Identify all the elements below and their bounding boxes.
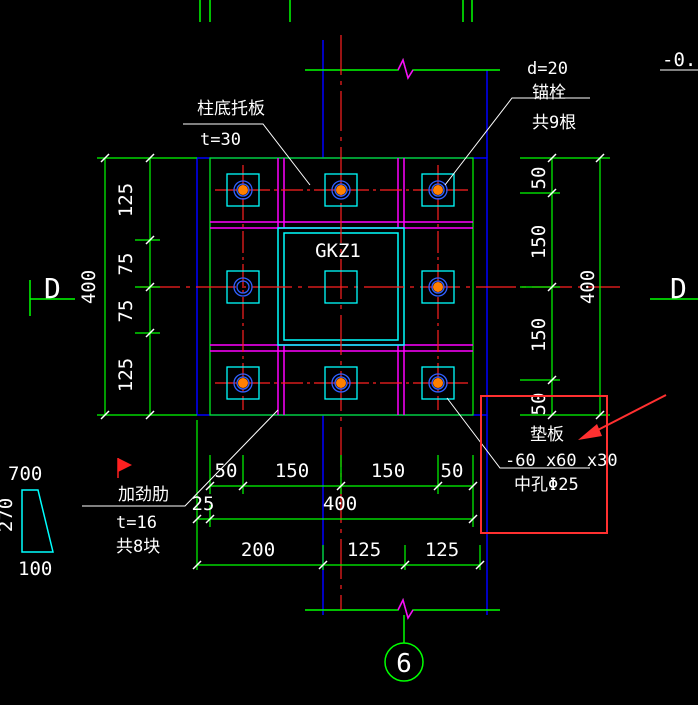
base-plate-label: 柱底托板 t=30 [183,99,311,186]
bottom-dim-3c: 125 [425,539,459,561]
washer-plate [226,270,260,304]
left-dim-3: 75 [115,300,137,323]
bolt-hole [233,373,253,393]
bottom-dim-3b: 125 [347,539,381,561]
section-mark-right: D [650,272,698,305]
bottom-dim-2a: 25 [192,493,215,515]
bolt-hole [431,376,445,390]
anchor-bolt [433,185,443,195]
bottom-dim-3a: 200 [241,539,275,561]
stiffener-count: 共8块 [116,537,160,557]
rib-top: 700 [8,463,42,485]
anchor-bolt [433,282,443,292]
bottom-dim-1c: 150 [371,460,405,482]
level-text: -0.1 [662,49,698,71]
washer-plate [324,270,358,304]
bolt-hole [236,183,250,197]
washer-plate [226,366,260,400]
top-column-lines [199,0,473,22]
anchor-bolt-label: d=20 锚栓 共9根 [444,59,590,186]
break-zigzag [397,57,414,620]
anchor-bolt [336,378,346,388]
bottom-dim-1a: 50 [215,460,238,482]
bolt-hole [431,183,445,197]
bolt-hole [233,180,253,200]
bolt-group [226,173,455,400]
break-lines [305,57,500,620]
washer-plate [226,173,260,207]
left-dimension-lines [97,157,197,416]
bolt-hole [431,280,445,294]
left-dim-4: 125 [115,358,137,392]
washer-plate [421,366,455,400]
left-dim-1: 125 [115,183,137,217]
washer-plate [324,173,358,207]
right-dimension-ticks [547,153,605,420]
column-label: GKZ1 [315,240,361,262]
left-dimension-ticks [100,153,155,420]
right-dim-3: 150 [528,318,550,352]
anchor-bolt [336,185,346,195]
anchor-bolt-dia: d=20 [527,59,568,79]
stiffener-thickness: t=16 [116,513,157,533]
washer-plate [421,270,455,304]
bottom-dim-1b: 150 [275,460,309,482]
rib-bottom: 100 [18,558,52,580]
left-dim-2: 75 [115,253,137,276]
right-dim-total: 400 [577,270,599,304]
anchor-bolt [433,378,443,388]
washer-hole: 中孔Φ25 [514,475,579,495]
bolt-hole [428,180,448,200]
bolt-hole [236,280,250,294]
section-mark-left-text: D [44,272,61,305]
washer-plate [324,366,358,400]
bolt-hole [233,277,253,297]
right-dim-4: 50 [528,393,550,416]
bolt-hole [236,376,250,390]
anchor-bolt [238,185,248,195]
stiffener-name: 加劲肋 [118,485,169,505]
rib-detail: 700 270 100 [0,463,54,580]
bottom-dim-2b: 400 [323,493,357,515]
washer-plate [421,173,455,207]
bolt-hole [428,277,448,297]
anchor-bolt-name: 锚栓 [532,83,566,103]
base-plate-thickness: t=30 [200,130,241,150]
column-flange-lines [322,40,488,615]
axis-bubble-label: 6 [396,649,412,679]
washer-size: -60 x60 x30 [505,451,618,471]
bolt-hole [331,180,351,200]
bottom-dimension-ticks [192,481,485,570]
bottom-dim-1d: 50 [441,460,464,482]
highlight-arrow-icon [578,394,667,440]
base-plate-name: 柱底托板 [197,99,265,119]
section-mark-right-text: D [670,272,687,305]
bolt-hole [334,376,348,390]
stiffener-label: 加劲肋 t=16 共8块 [82,409,279,557]
red-flag-icon [117,458,132,478]
bolt-hole [334,183,348,197]
right-dim-2: 150 [528,225,550,259]
highlight-box [480,395,608,534]
bolt-hole [428,373,448,393]
anchor-bolt [238,378,248,388]
anchor-bolt-count: 共9根 [532,113,576,133]
washer-label: 垫板 -60 x60 x30 中孔Φ25 [446,397,618,495]
washer-name: 垫板 [530,425,564,445]
right-dim-1: 50 [528,167,550,190]
rib-side: 270 [0,498,17,532]
bolt-hole [331,373,351,393]
left-dim-total: 400 [78,270,100,304]
section-mark-left: D [29,272,75,316]
